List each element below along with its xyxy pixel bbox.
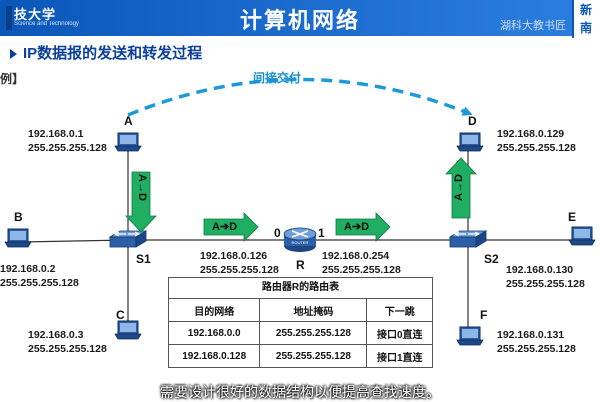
watermark-author: 湖科大教书匠 [500, 20, 566, 32]
router-icon: ROUTER [283, 227, 317, 252]
host-b-address: 192.168.0.2 255.255.255.128 [0, 262, 79, 290]
flow-s1-label: A→D [136, 174, 148, 201]
router-if1-ip: 192.168.0.254 [322, 250, 390, 262]
video-subtitle: 需要设计很好的数据结构以便提高查找速度。 [160, 384, 440, 400]
table-cell: 接口0直连 [366, 321, 433, 345]
router-name: R [296, 258, 305, 272]
host-d-name: D [468, 114, 477, 128]
flow-rs2-to: D [361, 221, 370, 233]
host-d-icon [456, 132, 484, 152]
logo-text: 技大学 [14, 8, 57, 23]
example-label: 例】 [0, 72, 25, 86]
flow-arrow-s1 [125, 171, 157, 233]
col-header-next-hop: 下一跳 [366, 298, 433, 322]
routing-table-header: 目的网络 地址掩码 下一跳 [167, 298, 433, 322]
table-cell: 接口1直连 [366, 344, 433, 368]
host-e-address: 192.168.0.130 255.255.255.128 [506, 263, 585, 291]
host-a-name: A [124, 114, 133, 128]
router-if0-ip: 192.168.0.126 [200, 250, 268, 262]
router-if0-mask: 255.255.255.128 [200, 264, 279, 276]
host-d-mask: 255.255.255.128 [497, 142, 576, 154]
host-c-mask: 255.255.255.128 [28, 343, 107, 355]
host-a-mask: 255.255.255.128 [28, 142, 107, 154]
flow-arrow-r-s2 [335, 212, 391, 242]
host-e-mask: 255.255.255.128 [506, 278, 585, 290]
host-e-name: E [568, 210, 577, 224]
router-if0-address: 192.168.0.126 255.255.255.128 [200, 249, 279, 277]
table-cell: 255.255.255.128 [259, 344, 368, 368]
host-b-mask: 255.255.255.128 [0, 277, 79, 289]
slide-course-title: 计算机网络 [239, 8, 360, 33]
flow-s2-from: A [453, 192, 465, 201]
table-cell: 255.255.255.128 [259, 321, 368, 345]
corner-char-1: 新 [580, 3, 593, 17]
table-cell: 192.168.0.128 [167, 344, 261, 368]
col-header-destination: 目的网络 [167, 298, 261, 322]
logo-emblem-icon [6, 6, 12, 30]
flow-s2-to: D [453, 174, 465, 182]
flow-s1-from: A [136, 174, 148, 182]
switch-s2-icon [449, 230, 487, 248]
host-d-ip: 192.168.0.129 [497, 128, 565, 140]
host-f-ip: 192.168.0.131 [497, 329, 565, 341]
host-c-address: 192.168.0.3 255.255.255.128 [28, 328, 107, 356]
bullet-triangle-icon [10, 49, 17, 60]
routing-table-title: 路由器R的路由表 [168, 277, 433, 298]
flow-arrow-s2 [445, 157, 477, 219]
flow-rs2-from: A [344, 221, 352, 233]
flow-s1-to: D [136, 192, 148, 201]
host-e-ip: 192.168.0.130 [506, 264, 574, 276]
host-b-icon [4, 228, 32, 248]
host-f-name: F [480, 308, 488, 322]
table-row: 192.168.0.128 255.255.255.128 接口1直连 [167, 344, 433, 368]
host-f-icon [456, 326, 484, 346]
flow-arrow-s1-r [203, 212, 259, 242]
flow-s1r-to: D [229, 221, 238, 233]
host-b-ip: 192.168.0.2 [0, 263, 56, 275]
corner-char-2: 南 [580, 21, 593, 35]
switch-s1-name: S1 [136, 252, 151, 266]
col-header-mask: 地址掩码 [259, 298, 368, 322]
router-device-text: ROUTER [292, 240, 309, 245]
flow-s2-label: A→D [453, 174, 465, 201]
host-c-icon [114, 320, 142, 340]
switch-s2-name: S2 [484, 252, 499, 266]
slide-heading: IP数据报的发送和转发过程 [10, 42, 202, 63]
table-cell: 192.168.0.0 [167, 321, 261, 345]
host-a-icon [114, 132, 142, 152]
table-row: 192.168.0.0 255.255.255.128 接口0直连 [167, 321, 433, 345]
logo-subtext: Science and Technology [14, 21, 79, 27]
host-b-name: B [14, 210, 23, 224]
router-if1-address: 192.168.0.254 255.255.255.128 [322, 249, 401, 277]
university-logo: 技大学 Science and Technology [6, 2, 94, 34]
routing-table: 路由器R的路由表 目的网络 地址掩码 下一跳 192.168.0.0 255.2… [167, 277, 433, 368]
host-c-ip: 192.168.0.3 [28, 329, 84, 341]
flow-s1r-from: A [212, 221, 220, 233]
host-f-address: 192.168.0.131 255.255.255.128 [497, 328, 576, 356]
slide-heading-text: IP数据报的发送和转发过程 [23, 45, 203, 62]
host-f-mask: 255.255.255.128 [497, 343, 576, 355]
host-e-icon [568, 226, 596, 246]
host-a-ip: 192.168.0.1 [28, 128, 84, 140]
flow-r-s2-label: A➔D [344, 221, 370, 233]
flow-s1-r-label: A➔D [212, 221, 238, 233]
router-if1-mask: 255.255.255.128 [322, 264, 401, 276]
indirect-delivery-label: 间接交付 [253, 71, 302, 85]
host-c-name: C [116, 308, 125, 322]
corner-tab: 新 南 [572, 0, 600, 38]
switch-s1-icon [109, 230, 147, 248]
host-a-address: 192.168.0.1 255.255.255.128 [28, 127, 107, 155]
header-bar: 技大学 Science and Technology 计算机网络 湖科大教书匠 [0, 0, 600, 36]
router-if0-label: 0 [274, 226, 281, 240]
host-d-address: 192.168.0.129 255.255.255.128 [497, 127, 576, 155]
router-if1-label: 1 [318, 226, 325, 240]
